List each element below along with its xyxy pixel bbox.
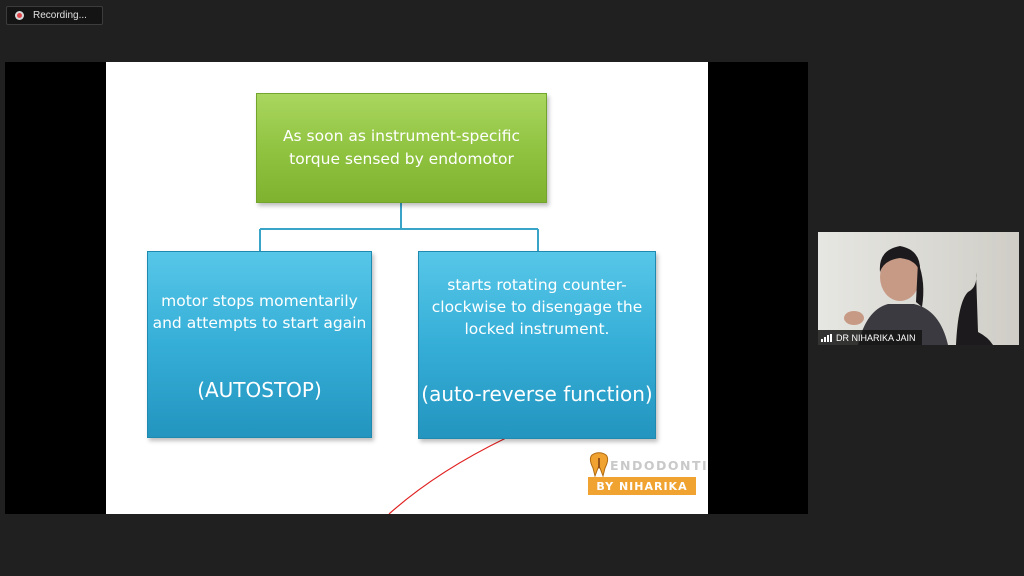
participant-video[interactable]: DR NIHARIKA JAIN	[818, 232, 1019, 345]
participant-silhouette	[844, 246, 993, 345]
auto-reverse-box: starts rotating counter-clockwise to dis…	[418, 251, 656, 439]
annotation-line	[388, 437, 507, 514]
diagram-connectors	[259, 203, 539, 514]
presentation-slide: As soon as instrument-specific torque se…	[106, 62, 708, 514]
logo-banner: BY NIHARIKA	[588, 477, 696, 495]
torque-sensed-text: As soon as instrument-specific torque se…	[282, 127, 521, 168]
participant-name-tag: DR NIHARIKA JAIN	[818, 330, 922, 345]
autostop-label: (AUTOSTOP)	[197, 378, 322, 402]
autostop-text: motor stops momentarily and attempts to …	[152, 292, 367, 332]
participant-name: DR NIHARIKA JAIN	[836, 332, 916, 343]
recording-label: Recording...	[33, 10, 87, 21]
recording-indicator[interactable]: Recording...	[6, 6, 103, 25]
auto-reverse-text: starts rotating counter-clockwise to dis…	[431, 276, 643, 338]
logo-wordmark: ENDODONTIX	[610, 458, 708, 473]
endodontix-logo: ENDODONTIX BY NIHARIKA	[588, 452, 708, 498]
record-icon	[15, 11, 24, 20]
torque-sensed-box: As soon as instrument-specific torque se…	[256, 93, 547, 203]
signal-strength-icon	[821, 333, 832, 342]
auto-reverse-label: (auto-reverse function)	[421, 382, 653, 406]
autostop-box: motor stops momentarily and attempts to …	[147, 251, 372, 438]
tooth-icon	[589, 452, 609, 478]
